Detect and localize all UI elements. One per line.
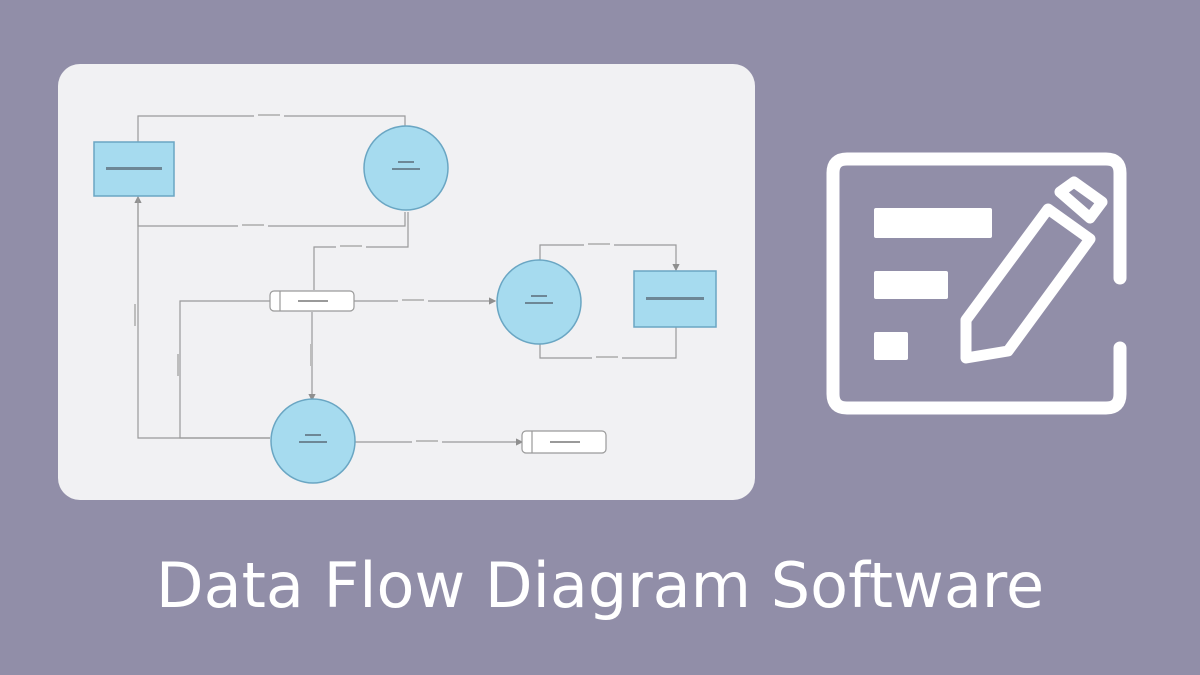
document-edit-icon: [826, 152, 1127, 415]
external-entity-2-label: [646, 297, 704, 300]
process-3-label: [305, 434, 321, 436]
connector-store1-to-left: [179, 300, 270, 439]
process-2-label-2: [525, 302, 553, 304]
process-3-label-2: [299, 441, 327, 443]
process-1-label: [398, 161, 414, 163]
process-1-label-2: [392, 168, 420, 170]
diagram-preview: [58, 64, 755, 500]
connector-process1-to-entity1: [134, 195, 406, 227]
data-store-2: [521, 430, 607, 454]
connector-entity1-down: [137, 197, 270, 439]
caption-title: Data Flow Diagram Software: [155, 549, 1045, 622]
diagram-canvas: [93, 110, 717, 484]
external-entity-1-label: [106, 167, 162, 170]
flow-label-marks: [134, 114, 618, 442]
process-2-label: [531, 295, 547, 297]
data-store-1: [269, 290, 355, 312]
